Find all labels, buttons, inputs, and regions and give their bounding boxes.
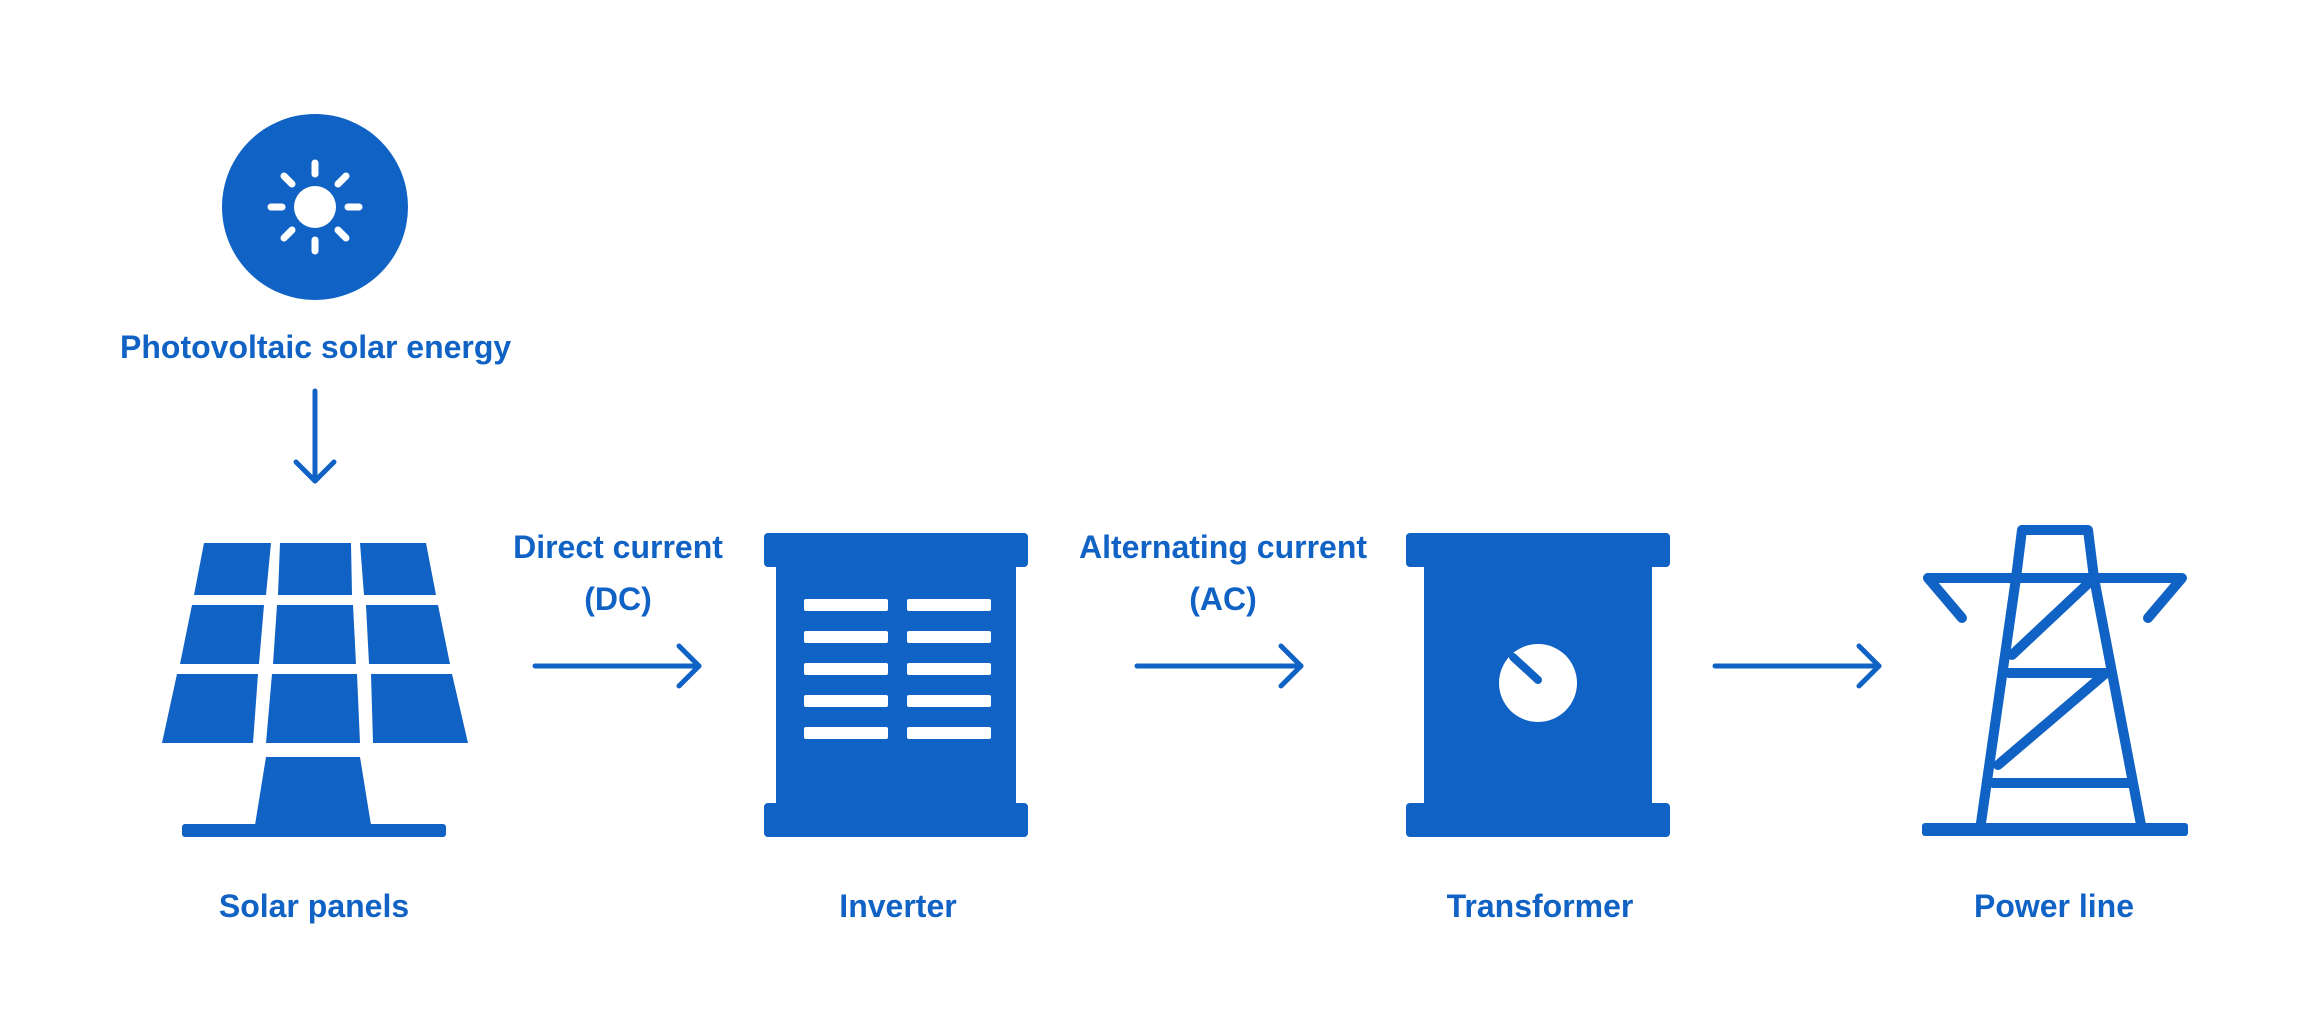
- connection-label-ac-line2: (AC): [1189, 581, 1257, 617]
- stage-label-power-line: Power line: [1973, 888, 2135, 924]
- connection-label-ac-line1: Alternating current: [1078, 529, 1368, 565]
- power-pylon-icon: [1922, 525, 2188, 836]
- inverter-icon: [764, 533, 1028, 837]
- stage-label-transformer: Transformer: [1446, 888, 1634, 924]
- transformer-icon: [1406, 533, 1670, 837]
- right-arrow-icon: [1134, 643, 1304, 689]
- right-arrow-icon: [532, 643, 702, 689]
- stage-label-inverter: Inverter: [839, 888, 957, 924]
- down-arrow-icon: [293, 388, 337, 484]
- stage-label-solar-panels: Solar panels: [218, 888, 410, 924]
- right-arrow-icon: [1712, 643, 1882, 689]
- connection-label-dc-line1: Direct current: [513, 529, 723, 565]
- connection-label-dc-line2: (DC): [584, 581, 652, 617]
- solar-panel-icon: [162, 543, 468, 837]
- sun-icon: [222, 114, 408, 300]
- source-label: Photovoltaic solar energy: [120, 329, 512, 365]
